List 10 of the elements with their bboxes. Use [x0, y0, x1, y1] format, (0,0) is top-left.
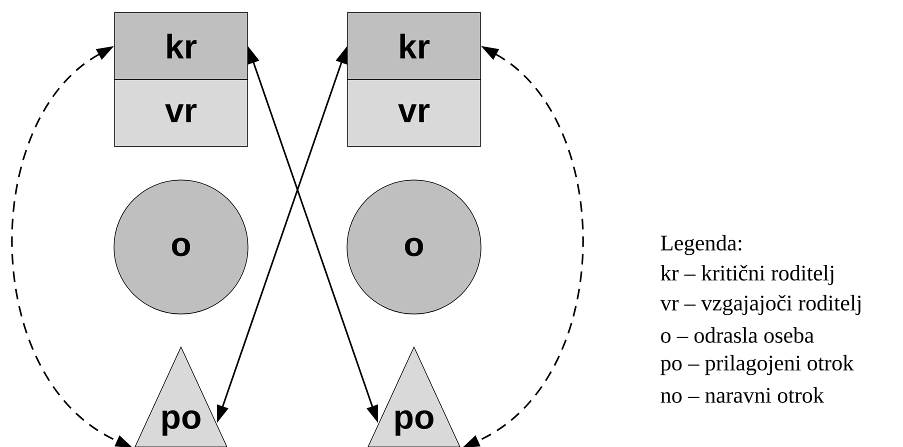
- legend-text: Legenda:: [660, 234, 742, 256]
- legend-text: o – odrasla oseba: [661, 327, 814, 343]
- legend-text: no – naravni otrok: [660, 387, 824, 403]
- role-box: kr: [114, 12, 248, 80]
- legend-text: kr – kritični roditelj: [660, 264, 834, 286]
- role-box: vr: [114, 79, 248, 147]
- role-box: kr: [347, 12, 481, 80]
- legend-text: vr – vzgajajoči roditelj: [660, 294, 860, 316]
- role-box: vr: [347, 79, 481, 147]
- legend-text: po – prilagojeni otrok: [660, 354, 854, 376]
